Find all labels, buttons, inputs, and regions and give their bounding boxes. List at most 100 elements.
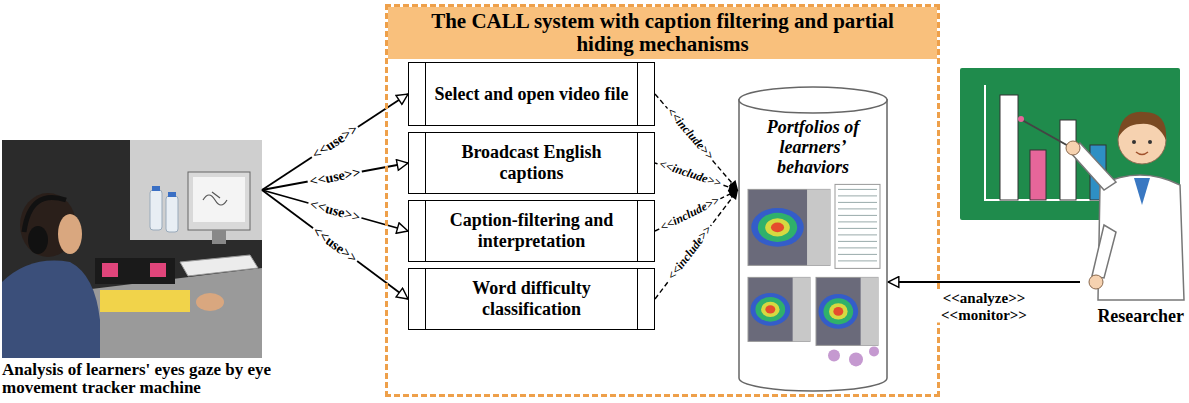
table-row — [838, 189, 877, 190]
headset-cup — [28, 226, 48, 254]
heatmap-frame — [748, 277, 810, 341]
heatmap-screenshot — [816, 277, 878, 345]
chart-bar — [1000, 95, 1018, 200]
stereotype-label: <<use>> — [308, 120, 363, 163]
heat-blob — [765, 305, 775, 313]
headset-band — [24, 197, 66, 232]
chart-bar — [1030, 150, 1046, 200]
bottle-cap — [152, 186, 160, 191]
pointer-tip — [1018, 116, 1024, 122]
use-case-box: Broadcast English captions — [408, 132, 655, 194]
heatmap-screenshot — [748, 189, 830, 265]
heat-blob — [833, 307, 843, 316]
monitor-arrow — [888, 281, 1080, 283]
eye-tracker — [95, 258, 175, 284]
use-case-box: Caption-filtering and interpretation — [408, 200, 655, 262]
table-row — [838, 195, 877, 196]
photo-caption: Analysis of learners' eyes gaze by eye m… — [2, 361, 302, 397]
stereotype-label: <<use>> — [306, 196, 363, 226]
mouth — [1136, 152, 1148, 155]
use-case-inner-line — [425, 201, 426, 261]
stereotype-label: <<use>> — [308, 222, 362, 267]
use-case-label: Caption-filtering and interpretation — [409, 210, 654, 251]
tracker-base — [100, 290, 190, 312]
table-screenshot — [835, 184, 880, 268]
pointer — [1022, 120, 1072, 148]
table-row — [838, 254, 877, 255]
heatmap-panel — [861, 277, 878, 345]
table-row — [838, 215, 877, 216]
table-row — [838, 208, 877, 209]
stereotype-label: <<analyze>> <<monitor>> — [927, 290, 1041, 323]
heatmap-panel — [807, 189, 830, 265]
cylinder-body — [739, 99, 887, 391]
heatmap-screenshot — [748, 277, 810, 341]
heat-blob — [750, 293, 790, 326]
monitor-screen — [193, 177, 245, 222]
stereotype-label: <<use>> — [306, 164, 363, 189]
tracker-light — [150, 263, 166, 277]
stereotype-label: <<include>> — [663, 104, 717, 164]
hair — [1118, 112, 1166, 140]
database-cylinder: Portfolios of learners’ behaviors — [738, 86, 888, 392]
database-label: Portfolios of learners’ behaviors — [746, 118, 880, 177]
learner-body — [2, 261, 100, 358]
include-arrow — [655, 190, 738, 299]
heatmap-frame — [816, 277, 878, 345]
heatmap-frame — [748, 189, 830, 265]
heat-blob — [823, 298, 853, 324]
heat-blob — [761, 302, 780, 317]
decor-dot — [828, 349, 840, 361]
table-row — [838, 247, 877, 248]
use-case-box: Select and open video file — [408, 62, 655, 126]
use-case-inner-line — [425, 63, 426, 125]
monitor-stand — [212, 230, 226, 244]
use-case-inner-line — [637, 269, 638, 329]
keyboard — [180, 255, 258, 276]
bottle-cap — [168, 192, 176, 197]
learner-face — [58, 214, 82, 254]
use-case-inner-line — [425, 269, 426, 329]
lower-arm — [1092, 225, 1116, 278]
table-row — [838, 260, 877, 261]
heat-blob — [818, 294, 858, 329]
bottle — [150, 190, 162, 230]
heatmap-panel — [793, 277, 810, 341]
use-case-label: Broadcast English captions — [409, 142, 654, 183]
table-row — [838, 221, 877, 222]
use-case-inner-line — [637, 201, 638, 261]
use-case-label: Word difficulty classification — [409, 278, 654, 319]
chart-bar — [1060, 120, 1076, 200]
table-row — [838, 228, 877, 229]
learner-photo — [2, 140, 262, 358]
table-frame — [835, 184, 880, 268]
monitor-frame — [188, 172, 250, 230]
heat-blob — [771, 223, 784, 233]
eye — [1132, 140, 1136, 144]
use-case-inner-line — [637, 63, 638, 125]
researcher-actor: Researcher — [1080, 95, 1186, 327]
learner-photo-node: Analysis of learners' eyes gaze by eye m… — [2, 140, 262, 358]
heat-blob — [829, 303, 848, 319]
use-case-label: Select and open video file — [411, 84, 653, 105]
photo-background — [2, 140, 262, 358]
system-boundary: Select and open video fileBroadcast Engl… — [385, 4, 940, 397]
cylinder-top — [739, 87, 887, 113]
stereotype-label: <<include>> — [664, 222, 716, 284]
heat-blob — [751, 208, 803, 247]
hand — [1089, 275, 1103, 289]
tracker-light — [102, 263, 118, 277]
eye — [1148, 140, 1152, 144]
portfolio-screenshots — [748, 184, 880, 366]
bottle — [166, 196, 178, 232]
decor-dot — [869, 346, 879, 356]
actor-name: Researcher — [1097, 307, 1184, 327]
learner-hand — [196, 293, 224, 311]
use-case-inner-line — [637, 133, 638, 193]
heat-blob — [765, 218, 790, 236]
use-case-inner-line — [425, 133, 426, 193]
heat-blob — [758, 213, 797, 242]
decor-dot — [849, 352, 863, 366]
